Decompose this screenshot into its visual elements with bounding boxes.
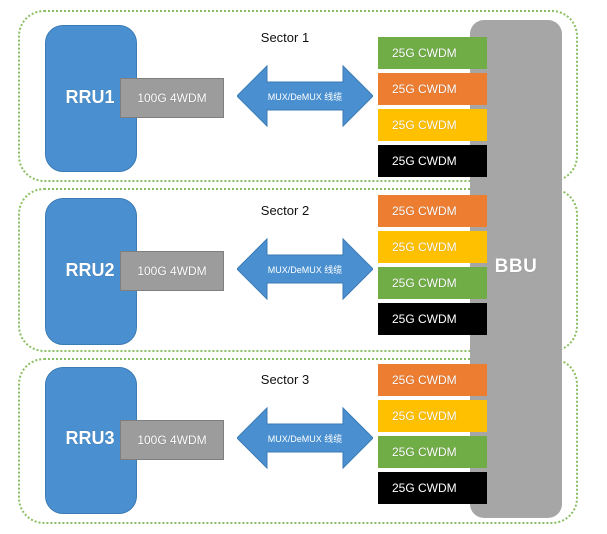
cwdm-channel-label-2-3: 25G CWDM <box>392 276 457 290</box>
cwdm-channel-label-1-1: 25G CWDM <box>392 46 457 60</box>
sector-caption-1: Sector 1 <box>260 30 310 45</box>
cwdm-channel-label-2-1: 25G CWDM <box>392 204 457 218</box>
cwdm-channel-label-2-4: 25G CWDM <box>392 312 457 326</box>
rru-label-2: RRU2 <box>65 260 115 280</box>
cwdm-channel-1-3[interactable]: 25G CWDM <box>378 109 487 141</box>
cwdm-channel-3-2[interactable]: 25G CWDM <box>378 400 487 432</box>
cwdm-channel-3-1[interactable]: 25G CWDM <box>378 364 487 396</box>
sector-caption-3: Sector 3 <box>260 372 310 387</box>
cwdm-channel-2-2[interactable]: 25G CWDM <box>378 231 487 263</box>
cwdm-channel-1-1[interactable]: 25G CWDM <box>378 37 487 69</box>
cwdm-channel-1-2[interactable]: 25G CWDM <box>378 73 487 105</box>
cwdm-channel-label-2-2: 25G CWDM <box>392 240 457 254</box>
cwdm-channel-3-4[interactable]: 25G CWDM <box>378 472 487 504</box>
cwdm-channel-3-3[interactable]: 25G CWDM <box>378 436 487 468</box>
cwdm-channel-1-4[interactable]: 25G CWDM <box>378 145 487 177</box>
wdm-module-1[interactable]: 100G 4WDM <box>120 78 224 118</box>
cwdm-channel-label-3-2: 25G CWDM <box>392 409 457 423</box>
wdm-module-3[interactable]: 100G 4WDM <box>120 420 224 460</box>
cwdm-channel-label-3-1: 25G CWDM <box>392 373 457 387</box>
rru-label-3: RRU3 <box>65 428 115 448</box>
cwdm-channel-2-1[interactable]: 25G CWDM <box>378 195 487 227</box>
mux-demux-arrow-1: MUX/DeMUX 线缆 <box>237 64 373 128</box>
cwdm-channel-label-3-4: 25G CWDM <box>392 481 457 495</box>
bbu-label: BBU <box>494 256 538 277</box>
mux-demux-arrow-label-1: MUX/DeMUX 线缆 <box>267 91 343 102</box>
mux-demux-arrow-2: MUX/DeMUX 线缆 <box>237 237 373 301</box>
cwdm-channel-2-4[interactable]: 25G CWDM <box>378 303 487 335</box>
double-arrow-icon <box>237 64 373 128</box>
sector-group-frame-2 <box>18 188 578 352</box>
cwdm-channel-label-1-3: 25G CWDM <box>392 118 457 132</box>
wdm-module-label-1: 100G 4WDM <box>137 91 207 105</box>
cwdm-channel-label-3-3: 25G CWDM <box>392 445 457 459</box>
wdm-module-label-3: 100G 4WDM <box>137 433 207 447</box>
sector-group-frame-3 <box>18 358 578 524</box>
sector-caption-2: Sector 2 <box>260 203 310 218</box>
cwdm-channel-2-3[interactable]: 25G CWDM <box>378 267 487 299</box>
sector-group-frame-1 <box>18 10 578 182</box>
cwdm-channel-label-1-4: 25G CWDM <box>392 154 457 168</box>
mux-demux-arrow-label-3: MUX/DeMUX 线缆 <box>267 433 343 444</box>
rru-label-1: RRU1 <box>65 87 115 107</box>
mux-demux-arrow-3: MUX/DeMUX 线缆 <box>237 406 373 470</box>
wdm-module-label-2: 100G 4WDM <box>137 264 207 278</box>
cwdm-channel-label-1-2: 25G CWDM <box>392 82 457 96</box>
mux-demux-arrow-label-2: MUX/DeMUX 线缆 <box>267 264 343 275</box>
double-arrow-icon <box>237 237 373 301</box>
wdm-module-2[interactable]: 100G 4WDM <box>120 251 224 291</box>
double-arrow-icon <box>237 406 373 470</box>
